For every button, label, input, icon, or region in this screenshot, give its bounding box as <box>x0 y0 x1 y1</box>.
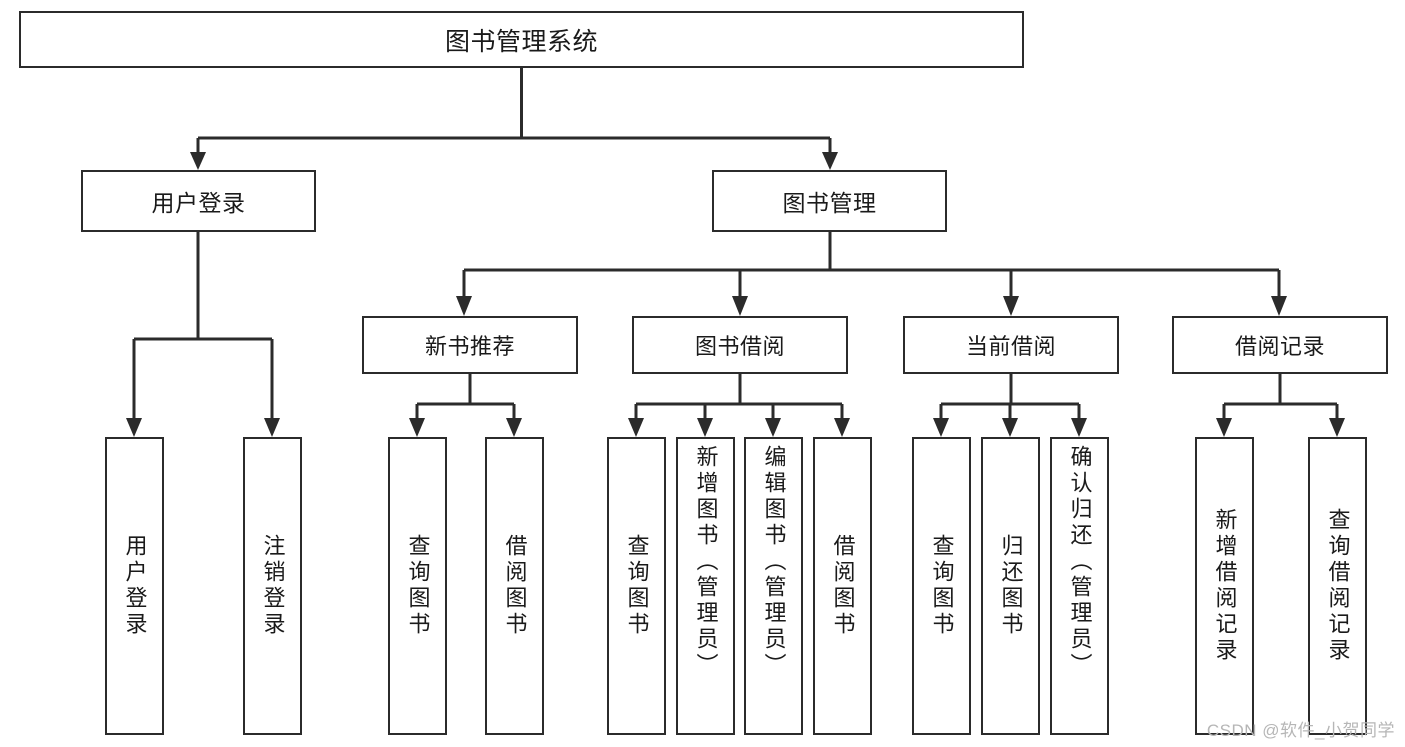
arrowhead-leaf-currentborrow-3 <box>1071 418 1087 437</box>
leaf-newbook-borrow-book[interactable]: 借阅图书 <box>485 437 544 735</box>
leaf-currentborrow-return-book-label: 归还图书 <box>998 534 1024 638</box>
node-book-manage[interactable]: 图书管理 <box>712 170 947 232</box>
leaf-currentborrow-query-book-label: 查询图书 <box>929 534 955 638</box>
node-book-borrow-label: 图书借阅 <box>694 334 785 359</box>
leaf-borrowrecord-add-record[interactable]: 新增借阅记录 <box>1195 437 1254 735</box>
arrowhead-current-borrow <box>1003 296 1019 316</box>
leaf-currentborrow-confirm-return[interactable]: 确认归还（管理员） <box>1050 437 1109 735</box>
leaf-user-login-login-label: 用户登录 <box>122 534 148 638</box>
leaf-bookborrow-edit-book-label: 编辑图书（管理员） <box>761 445 787 679</box>
arrowhead-leaf-user-login-2 <box>264 418 280 437</box>
node-root-label: 图书管理系统 <box>444 27 598 56</box>
leaf-bookborrow-add-book-label: 新增图书（管理员） <box>693 445 719 679</box>
arrowhead-leaf-borrowrecord-1 <box>1216 418 1232 437</box>
arrowhead-leaf-bookborrow-2 <box>697 418 713 437</box>
leaf-bookborrow-edit-book[interactable]: 编辑图书（管理员） <box>744 437 803 735</box>
arrowhead-book-manage <box>822 152 838 170</box>
arrowhead-leaf-bookborrow-1 <box>628 418 644 437</box>
leaf-newbook-borrow-book-label: 借阅图书 <box>502 534 528 638</box>
leaf-bookborrow-query-book-label: 查询图书 <box>624 534 650 638</box>
leaf-user-login-logout[interactable]: 注销登录 <box>243 437 302 735</box>
leaf-currentborrow-return-book[interactable]: 归还图书 <box>981 437 1040 735</box>
leaf-bookborrow-borrow-book[interactable]: 借阅图书 <box>813 437 872 735</box>
leaf-user-login-logout-label: 注销登录 <box>260 534 286 638</box>
arrowhead-leaf-newbook-2 <box>506 418 522 437</box>
leaf-bookborrow-borrow-book-label: 借阅图书 <box>830 534 856 638</box>
arrowhead-leaf-currentborrow-2 <box>1002 418 1018 437</box>
node-book-manage-label: 图书管理 <box>782 190 877 216</box>
arrowhead-user-login <box>190 152 206 170</box>
leaf-newbook-query-book[interactable]: 查询图书 <box>388 437 447 735</box>
leaf-bookborrow-query-book[interactable]: 查询图书 <box>607 437 666 735</box>
csdn-watermark: CSDN @软件_小贺同学 <box>1206 721 1395 740</box>
leaf-borrowrecord-add-record-label: 新增借阅记录 <box>1212 508 1238 664</box>
leaf-user-login-login[interactable]: 用户登录 <box>105 437 164 735</box>
leaf-bookborrow-add-book[interactable]: 新增图书（管理员） <box>676 437 735 735</box>
leaf-borrowrecord-query-record-label: 查询借阅记录 <box>1325 508 1351 664</box>
arrowhead-leaf-currentborrow-1 <box>933 418 949 437</box>
arrowhead-new-book-recommend <box>456 296 472 316</box>
node-borrow-record-label: 借阅记录 <box>1234 334 1325 359</box>
node-current-borrow-label: 当前借阅 <box>965 334 1056 359</box>
node-new-book-recommend-label: 新书推荐 <box>424 334 515 359</box>
node-user-login[interactable]: 用户登录 <box>81 170 316 232</box>
arrowhead-leaf-bookborrow-3 <box>765 418 781 437</box>
arrowhead-leaf-newbook-1 <box>409 418 425 437</box>
node-new-book-recommend[interactable]: 新书推荐 <box>362 316 578 374</box>
node-user-login-label: 用户登录 <box>151 190 246 216</box>
arrowhead-leaf-borrowrecord-2 <box>1329 418 1345 437</box>
leaf-newbook-query-book-label: 查询图书 <box>405 534 431 638</box>
arrowhead-book-borrow <box>732 296 748 316</box>
node-root-library-system[interactable]: 图书管理系统 <box>19 11 1024 68</box>
node-borrow-record[interactable]: 借阅记录 <box>1172 316 1388 374</box>
arrowhead-leaf-bookborrow-4 <box>834 418 850 437</box>
arrowhead-borrow-record <box>1271 296 1287 316</box>
node-book-borrow[interactable]: 图书借阅 <box>632 316 848 374</box>
leaf-borrowrecord-query-record[interactable]: 查询借阅记录 <box>1308 437 1367 735</box>
leaf-currentborrow-confirm-return-label: 确认归还（管理员） <box>1067 445 1093 679</box>
leaf-currentborrow-query-book[interactable]: 查询图书 <box>912 437 971 735</box>
arrowhead-leaf-user-login-1 <box>126 418 142 437</box>
node-current-borrow[interactable]: 当前借阅 <box>903 316 1119 374</box>
